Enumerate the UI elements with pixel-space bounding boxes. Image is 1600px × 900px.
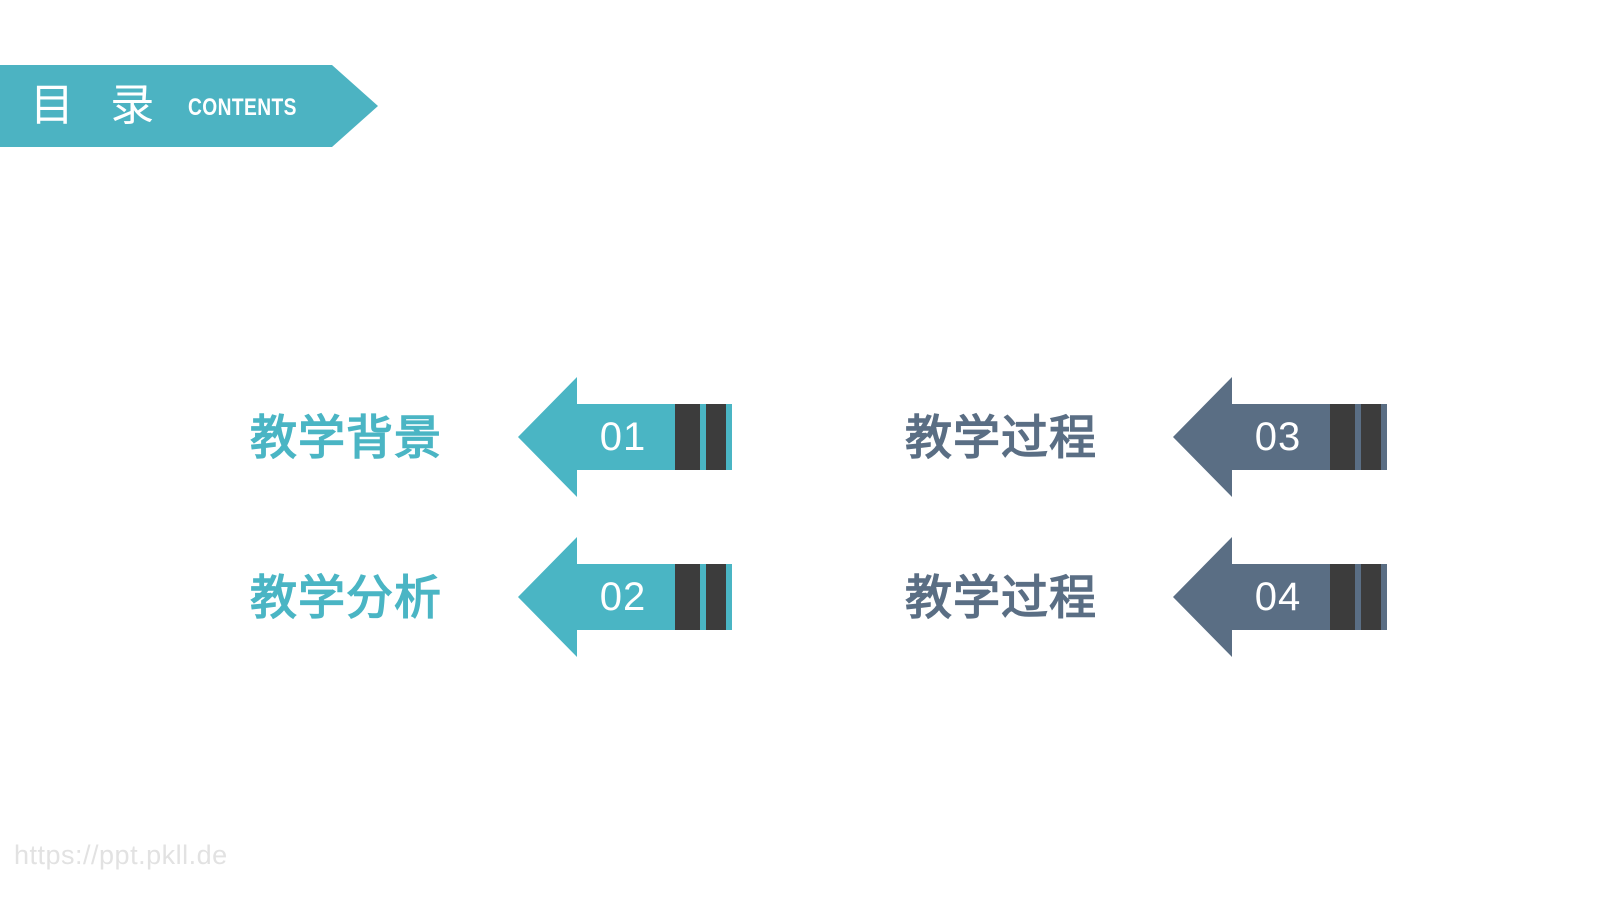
watermark-url: https://ppt.pkll.de xyxy=(14,840,228,870)
content-item-label: 教学过程 xyxy=(905,410,1097,464)
dark-bar-2 xyxy=(706,564,726,630)
content-item-number: 02 xyxy=(599,574,647,619)
accent-bar-tail xyxy=(726,404,732,470)
accent-bar-gap-a xyxy=(1321,404,1330,470)
content-item-03[interactable]: 教学过程 03 xyxy=(905,357,1395,517)
accent-bar-gap-a xyxy=(666,564,675,630)
banner-text-group: 目 录 CONTENTS xyxy=(0,65,378,147)
content-item-04[interactable]: 教学过程 04 xyxy=(905,517,1395,677)
accent-bar-gap-b xyxy=(700,564,706,630)
accent-bar-tail xyxy=(1381,564,1387,630)
accent-bar-tail xyxy=(726,564,732,630)
arrow-widget-01[interactable]: 01 xyxy=(518,377,740,497)
dark-bar-1 xyxy=(675,404,700,470)
banner-chevron-shape xyxy=(0,65,378,147)
content-item-number: 04 xyxy=(1254,574,1302,619)
dark-bar-1 xyxy=(675,564,700,630)
dark-bar-2 xyxy=(1361,404,1381,470)
arrow-widget-03[interactable]: 03 xyxy=(1173,377,1395,497)
content-item-01[interactable]: 教学背景 01 xyxy=(250,357,740,517)
content-item-number: 01 xyxy=(599,414,647,459)
dark-bar-1 xyxy=(1330,564,1355,630)
content-item-label: 教学分析 xyxy=(250,570,442,624)
arrow-widget-04[interactable]: 04 xyxy=(1173,537,1395,657)
accent-bar-gap-b xyxy=(1355,564,1361,630)
accent-bar-gap-b xyxy=(1355,404,1361,470)
content-item-label: 教学过程 xyxy=(905,570,1097,624)
page-title-en: CONTENTS xyxy=(188,94,298,121)
accent-bar-tail xyxy=(1381,404,1387,470)
content-item-label: 教学背景 xyxy=(250,410,442,464)
arrow-widget-02[interactable]: 02 xyxy=(518,537,740,657)
accent-bar-gap-a xyxy=(1321,564,1330,630)
accent-bar-gap-b xyxy=(700,404,706,470)
dark-bar-2 xyxy=(1361,564,1381,630)
content-item-02[interactable]: 教学分析 02 xyxy=(250,517,740,677)
page-title-cn: 目 录 xyxy=(30,81,167,130)
dark-bar-1 xyxy=(1330,404,1355,470)
dark-bar-2 xyxy=(706,404,726,470)
accent-bar-gap-a xyxy=(666,404,675,470)
content-item-number: 03 xyxy=(1254,414,1302,459)
contents-header-banner: 目 录 CONTENTS xyxy=(0,65,378,147)
